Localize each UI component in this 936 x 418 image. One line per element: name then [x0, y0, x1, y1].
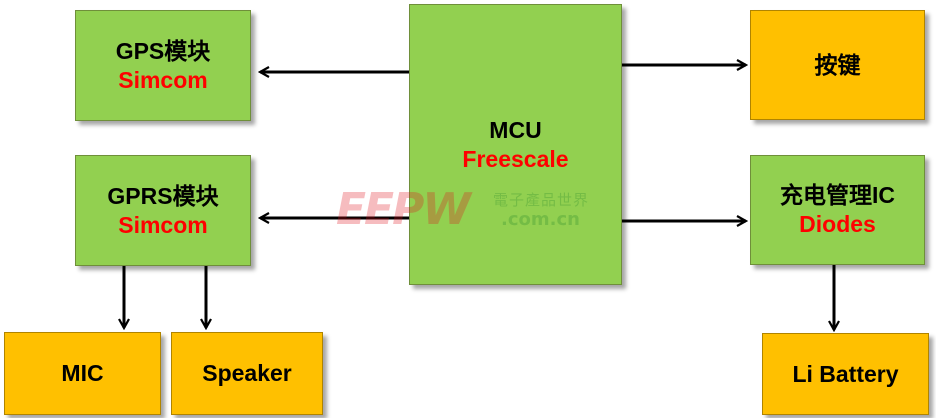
gps-module-vendor: Simcom	[118, 66, 208, 93]
mcu-title: MCU	[489, 116, 542, 143]
charger-ic-title: 充电管理IC	[780, 182, 895, 208]
keys-node: 按键	[750, 10, 925, 120]
mcu-vendor: Freescale	[462, 145, 569, 172]
mic-title: MIC	[61, 360, 104, 386]
keys-title: 按键	[814, 51, 861, 78]
charger-ic-vendor: Diodes	[799, 211, 876, 237]
gps-module-title: GPS模块	[115, 37, 211, 64]
gprs-module-node: GPRS模块 Simcom	[75, 155, 251, 266]
mic-node: MIC	[4, 332, 161, 415]
gps-module-node: GPS模块 Simcom	[75, 10, 251, 121]
li-battery-node: Li Battery	[762, 333, 929, 415]
gprs-module-vendor: Simcom	[118, 211, 208, 238]
speaker-node: Speaker	[171, 332, 323, 415]
gprs-module-title: GPRS模块	[107, 182, 219, 209]
speaker-title: Speaker	[202, 360, 292, 386]
li-battery-title: Li Battery	[792, 360, 899, 387]
mcu-node: MCU Freescale	[409, 4, 622, 285]
charger-ic-node: 充电管理IC Diodes	[750, 155, 925, 265]
